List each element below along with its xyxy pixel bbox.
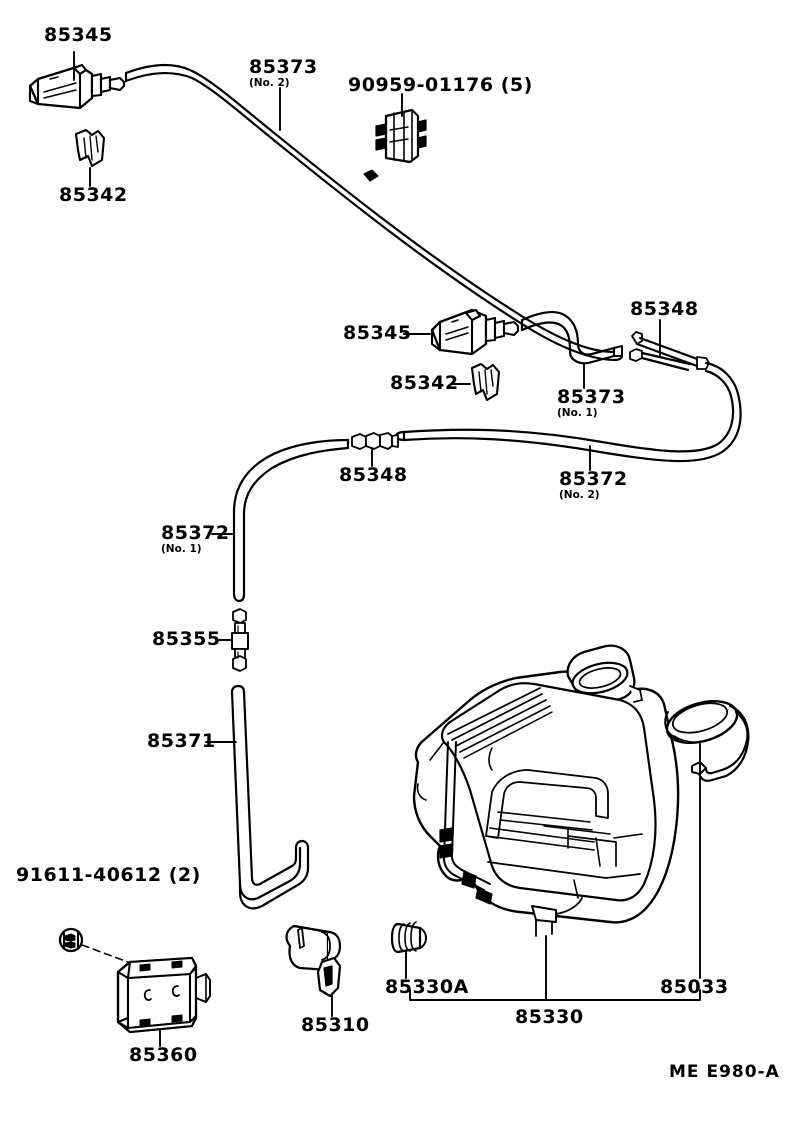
label-85330: 85330 xyxy=(515,1008,583,1027)
label-85372-no2-sub: (No. 2) xyxy=(559,489,600,501)
label-85372-no1-sub: (No. 1) xyxy=(161,543,202,555)
label-85342-upper-number: 85342 xyxy=(59,184,128,206)
label-85360-number: 85360 xyxy=(129,1044,198,1066)
label-85033: 85033 xyxy=(660,978,729,997)
nozzle-clip-upper-graphic xyxy=(74,128,106,168)
washer-hose-no2-lower-graphic xyxy=(394,361,742,463)
label-85348-upper-number: 85348 xyxy=(630,298,699,320)
label-85373-no1: 85373 (No. 1) xyxy=(557,388,626,419)
label-91611-40612-number: 91611-40612 (2) xyxy=(16,864,201,886)
washer-nozzle-upper-graphic xyxy=(28,63,126,110)
label-85373-no2-sub: (No. 2) xyxy=(249,77,290,89)
label-85330A: 85330A xyxy=(385,978,469,997)
label-85371-number: 85371 xyxy=(147,730,216,752)
washer-tank-graphic xyxy=(412,644,680,937)
label-85330A-number: 85330A xyxy=(385,976,469,998)
label-85345-upper-number: 85345 xyxy=(44,24,113,46)
label-90959-01176: 90959-01176 (5) xyxy=(348,76,533,95)
label-85372-no1-number: 85372 xyxy=(161,522,230,544)
label-85371: 85371 xyxy=(147,732,216,751)
label-85348-lower: 85348 xyxy=(339,466,408,485)
hose-joint-upper-graphic xyxy=(629,331,710,372)
label-85310-number: 85310 xyxy=(301,1014,370,1036)
diagram-footer-code: ME E980-A xyxy=(669,1062,780,1082)
label-85373-no2-number: 85373 xyxy=(249,56,318,78)
label-85355: 85355 xyxy=(152,630,221,649)
washer-hose-no1-graphic xyxy=(520,310,623,365)
label-91611-40612: 91611-40612 (2) xyxy=(16,866,201,885)
label-85330-number: 85330 xyxy=(515,1006,584,1028)
label-85348-lower-number: 85348 xyxy=(339,464,408,486)
label-85373-no1-number: 85373 xyxy=(557,386,626,408)
pump-hose-graphic xyxy=(230,684,310,910)
label-85372-no2-number: 85372 xyxy=(559,468,628,490)
label-90959-01176-number: 90959-01176 (5) xyxy=(348,74,533,96)
label-85342-mid: 85342 xyxy=(390,374,459,393)
label-85373-no2: 85373 (No. 2) xyxy=(249,58,318,89)
label-85360: 85360 xyxy=(129,1046,197,1065)
label-85348-upper: 85348 xyxy=(630,300,699,319)
tank-cap-graphic xyxy=(664,700,750,782)
washer-hose-no2-upper-graphic xyxy=(124,63,624,362)
washer-bracket-graphic xyxy=(116,956,211,1034)
label-85345-mid-number: 85345 xyxy=(343,322,412,344)
hose-clamp-graphic xyxy=(375,108,427,164)
label-85342-upper: 85342 xyxy=(59,186,127,205)
washer-hose-no1-lower-graphic xyxy=(232,438,350,603)
grommet-graphic xyxy=(390,921,427,954)
washer-motor-pump-graphic xyxy=(285,924,342,998)
check-valve-graphic xyxy=(231,608,249,672)
hose-joint-lower-graphic xyxy=(351,432,399,450)
label-85310: 85310 xyxy=(301,1016,369,1035)
label-85033-number: 85033 xyxy=(660,976,729,998)
label-85373-no1-sub: (No. 1) xyxy=(557,407,598,419)
label-85345-mid: 85345 xyxy=(343,324,412,343)
label-85355-number: 85355 xyxy=(152,628,221,650)
label-85345-upper: 85345 xyxy=(44,26,112,45)
washer-nozzle-mid-graphic xyxy=(430,308,520,356)
assembly-span-bracket xyxy=(409,989,701,1001)
label-85372-no2: 85372 (No. 2) xyxy=(559,470,628,501)
label-85372-no1: 85372 (No. 1) xyxy=(161,524,230,555)
nozzle-clip-mid-graphic xyxy=(470,362,501,402)
bolt-symbol-graphic xyxy=(58,927,129,963)
leader-lines xyxy=(73,51,701,1047)
label-85342-mid-number: 85342 xyxy=(390,372,459,394)
